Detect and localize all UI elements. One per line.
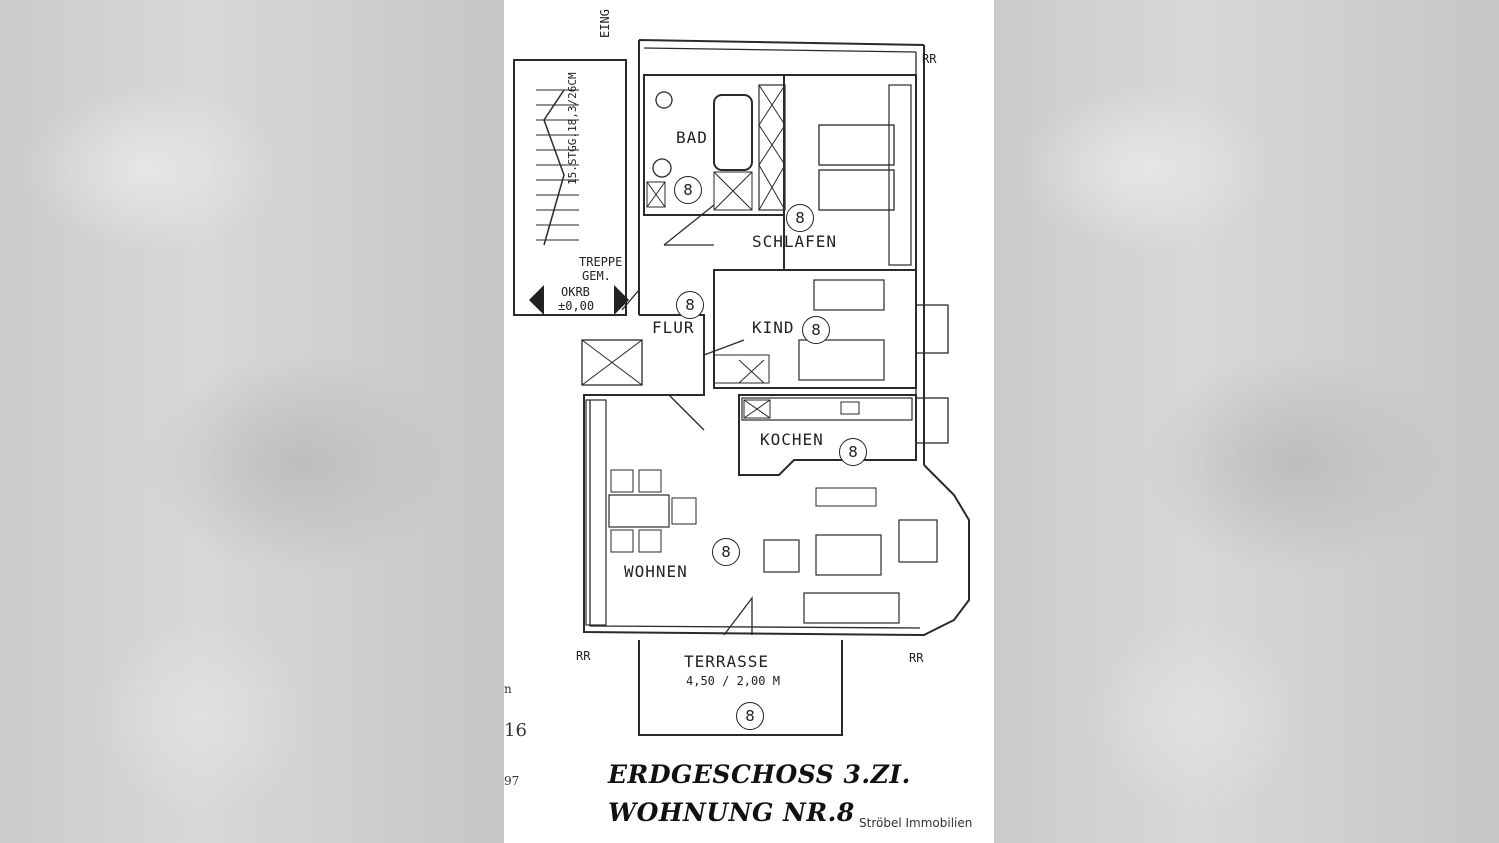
terrace-size: 4,50 / 2,00 M	[686, 674, 780, 688]
armchair	[763, 539, 800, 573]
stair-label-2: GEM.	[582, 269, 611, 283]
door-swing-living	[668, 394, 705, 431]
door-swing-kid	[703, 339, 745, 356]
floor-plan-drawing	[513, 39, 970, 736]
room-label-terrasse: TERRASSE	[684, 652, 770, 671]
window-kitchen	[915, 397, 949, 444]
room-label-wohnen: WOHNEN	[624, 562, 688, 581]
rr-mark-bottom-right: RR	[909, 651, 924, 665]
floor-plan-panel: EING 15.STGG.18,3/26CM TREPPE GEM. OKRB …	[504, 0, 994, 843]
entry-arrow-right	[614, 285, 629, 315]
dining-table	[608, 494, 670, 528]
unit-badge-flur: 8	[676, 291, 704, 319]
entry-arrow-left	[529, 285, 544, 315]
chair-3	[610, 529, 634, 553]
door-swing-entry	[621, 289, 640, 311]
chair-5	[671, 497, 697, 525]
door-swing-terrace	[723, 596, 753, 636]
stair-level-2: ±0,00	[558, 299, 595, 313]
kid-bed	[798, 339, 885, 381]
washer	[713, 171, 753, 211]
wardrobe	[888, 84, 912, 266]
blurred-background-left	[0, 0, 504, 843]
margin-mark-16: 16	[504, 720, 527, 741]
washer-cross	[713, 171, 753, 211]
watermark: Ströbel Immobilien	[859, 816, 973, 830]
room-label-kochen: KOCHEN	[760, 430, 824, 449]
stair-label-1: TREPPE	[579, 255, 623, 269]
coffee-table	[815, 534, 882, 576]
stair-arrow	[543, 89, 565, 246]
bath-shaft	[646, 181, 666, 208]
margin-mark-n: n	[504, 682, 512, 696]
hall-closet	[581, 339, 643, 386]
kid-desk	[813, 279, 885, 311]
staircase-outline	[513, 59, 627, 316]
margin-mark-97: 97	[504, 774, 520, 788]
room-label-schlafen: SCHLAFEN	[752, 232, 838, 251]
unit-badge-schlafen: 8	[786, 204, 814, 232]
oven	[840, 401, 860, 415]
bath-shaft-cross	[646, 181, 666, 208]
toilet	[652, 158, 672, 178]
living-cabinets	[585, 399, 607, 626]
room-label-flur: FLUR	[652, 318, 695, 337]
sofa-bottom	[803, 592, 900, 624]
room-label-bad: BAD	[676, 128, 708, 147]
stove-cross	[743, 399, 771, 419]
hall-closet-cross	[581, 339, 643, 386]
blurred-background-right	[994, 0, 1499, 843]
kid-shelf-cross	[738, 359, 765, 384]
bed-bottom	[818, 169, 895, 211]
sofa-right	[898, 519, 938, 563]
chair-2	[638, 469, 662, 493]
unit-badge-kind: 8	[802, 316, 830, 344]
terrace-outline	[638, 640, 843, 736]
unit-badge-wohnen: 8	[712, 538, 740, 566]
shaft-cross	[758, 84, 786, 211]
chair-1	[610, 469, 634, 493]
kitchen-counter	[741, 397, 913, 421]
kitchen-walls	[738, 394, 917, 476]
bathtub	[713, 94, 753, 171]
entry-label: EING	[598, 9, 612, 38]
wall-outer	[583, 39, 970, 637]
stair-treads	[536, 89, 579, 241]
sink	[655, 91, 673, 109]
plan-title-line-1: ERDGESCHOSS 3.ZI.	[608, 760, 911, 789]
shaft	[758, 84, 786, 211]
rr-mark-top: RR	[922, 52, 937, 66]
unit-badge-bad: 8	[674, 176, 702, 204]
window-kid	[915, 304, 949, 354]
stove-box	[743, 399, 771, 419]
stair-level-1: OKRB	[561, 285, 590, 299]
chair-4	[638, 529, 662, 553]
bed-top	[818, 124, 895, 166]
plan-title-line-2: WOHNUNG NR.8	[608, 798, 855, 827]
kid-shelf	[713, 354, 770, 384]
door-swing-bath	[663, 204, 715, 246]
rr-mark-bottom-left: RR	[576, 649, 591, 663]
unit-badge-terrasse: 8	[736, 702, 764, 730]
stair-note: 15.STGG.18,3/26CM	[566, 72, 579, 185]
unit-badge-kochen: 8	[839, 438, 867, 466]
sideboard	[815, 487, 877, 507]
room-label-kind: KIND	[752, 318, 795, 337]
